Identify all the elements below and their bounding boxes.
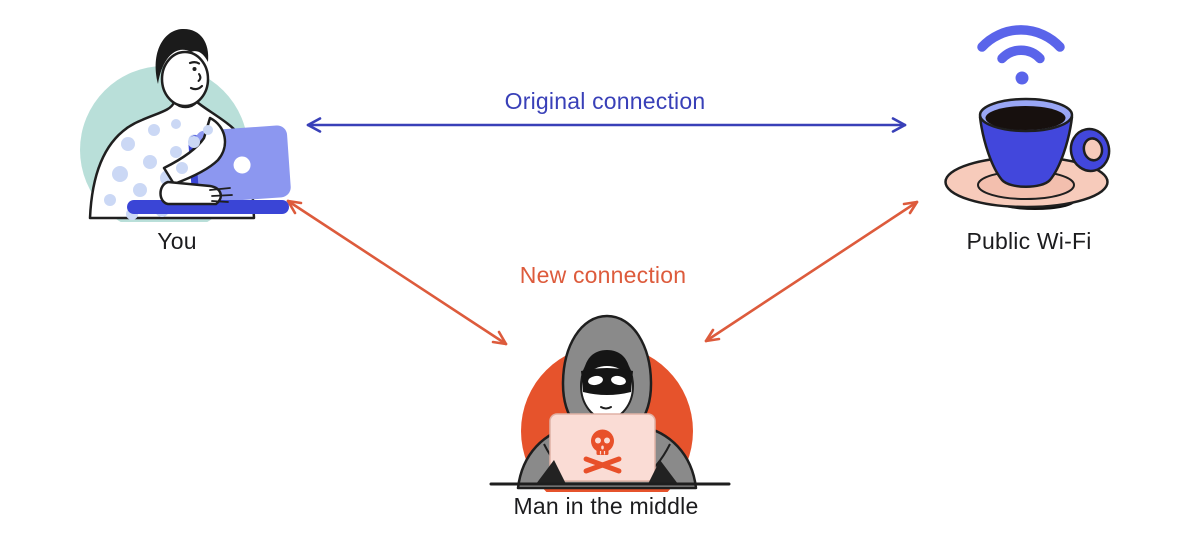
new-connection-arrow-left — [286, 199, 508, 346]
new-connection-label: New connection — [519, 262, 687, 288]
coffee-cup — [978, 115, 1074, 188]
original-connection-label: Original connection — [504, 88, 706, 114]
skull-icon — [583, 429, 622, 474]
hooded-hacker-icon — [489, 314, 731, 492]
new-connection-arrow-right — [704, 200, 919, 343]
wifi-coffee-cup-icon — [944, 25, 1111, 210]
original-connection-arrow — [306, 117, 907, 133]
man-in-the-middle-label: Man in the middle — [513, 493, 699, 519]
you-label: You — [157, 228, 197, 254]
public-wifi-label: Public Wi-Fi — [966, 228, 1092, 254]
wifi-icon — [977, 25, 1065, 85]
mask — [581, 368, 633, 395]
person-at-laptop-icon — [80, 28, 291, 222]
